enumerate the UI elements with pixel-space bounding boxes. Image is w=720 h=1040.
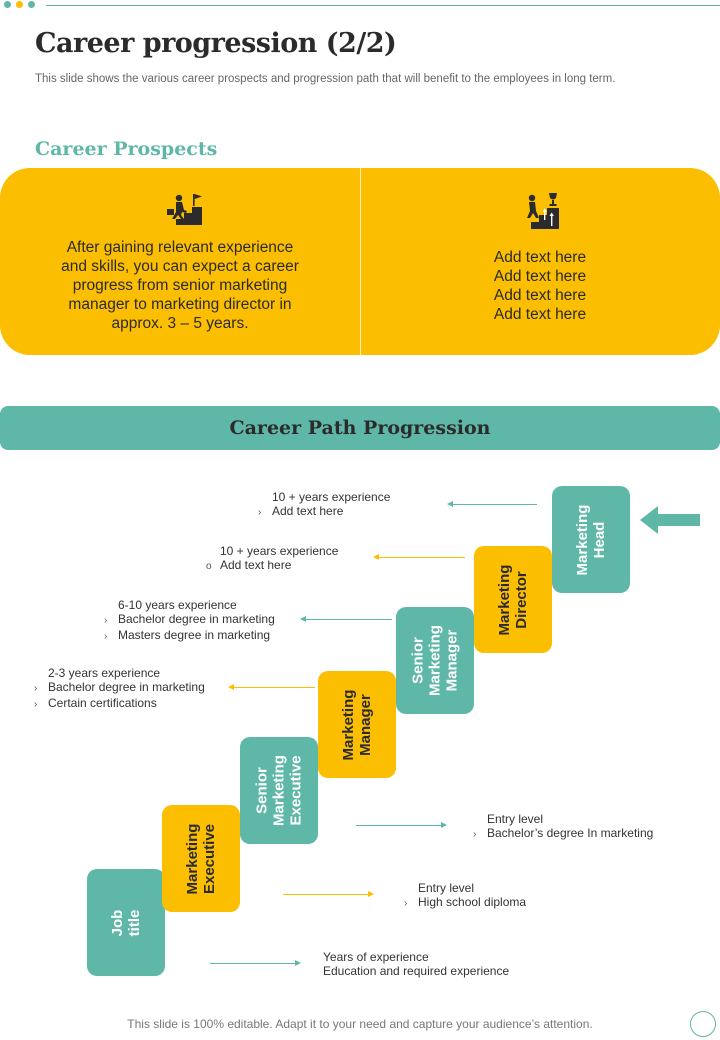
connector-arrow	[283, 891, 374, 897]
step-label-line: Head	[591, 521, 608, 558]
step-label-line: Executive	[201, 823, 218, 894]
detail-line: Bachelor degree in marketing	[118, 612, 275, 626]
detail-senior-marketing-manager: 6-10 years experience › Bachelor degree i…	[104, 598, 275, 644]
detail-line: Education and required experience	[323, 964, 510, 978]
step-label-line: Senior	[253, 767, 271, 814]
step-label-line: Senior	[409, 637, 427, 684]
connector-arrow	[228, 684, 315, 690]
step-marketing-director: Marketing Director	[474, 546, 552, 653]
detail-bullet: ›	[34, 683, 38, 694]
detail-line: Entry level	[418, 881, 475, 895]
arrow-left-icon	[640, 506, 700, 534]
step-label-line: Marketing	[574, 504, 591, 575]
step-senior-marketing-manager: Senior Marketing Manager	[396, 607, 474, 714]
detail-job-title: Years of experience Education and requir…	[309, 950, 509, 978]
climbing-stairs-flag-icon	[166, 194, 202, 225]
career-path-title: Career Path Progression	[229, 417, 491, 439]
prospect-right-line: Add text here	[493, 287, 587, 304]
career-prospects-heading: Career Prospects	[35, 138, 218, 160]
window-dot-icon	[4, 1, 11, 8]
detail-marketing-manager: 2-3 years experience › Bachelor degree in…	[34, 666, 205, 712]
connector-arrow	[447, 501, 537, 507]
step-label-line: Marketing	[270, 755, 288, 826]
step-label-line: Director	[513, 570, 530, 629]
detail-line: Bachelor degree in marketing	[48, 680, 205, 694]
detail-line: 2-3 years experience	[48, 666, 161, 680]
detail-senior-marketing-executive: Entry level › Bachelor’s degree In market…	[473, 812, 653, 842]
step-label-line: Manager	[357, 693, 374, 756]
prospect-right: Add text here Add text here Add text her…	[360, 168, 720, 355]
step-label-line: Manager	[443, 629, 461, 692]
detail-line: Entry level	[487, 812, 544, 826]
stairs-trophy-icon	[521, 193, 559, 229]
detail-line: Add text here	[220, 558, 292, 572]
detail-bullet: ›	[104, 631, 108, 642]
detail-line: Bachelor’s degree In marketing	[487, 826, 654, 840]
prospect-right-text: Add text here Add text here Add text her…	[415, 248, 665, 324]
step-marketing-head: Marketing Head	[552, 486, 630, 593]
footer-note: This slide is 100% editable. Adapt it to…	[127, 1017, 593, 1031]
step-senior-marketing-executive: Senior Marketing Executive	[240, 737, 318, 844]
step-label-line: Marketing	[426, 625, 444, 696]
detail-line: 10 + years experience	[220, 544, 339, 558]
page-subtitle: This slide shows the various career pros…	[35, 73, 616, 85]
detail-bullet: ›	[34, 699, 38, 710]
detail-bullet: o	[206, 561, 212, 572]
connector-arrow	[300, 616, 392, 622]
connector-arrow	[210, 960, 301, 966]
prospect-left: After gaining relevant experience and sk…	[0, 168, 360, 355]
detail-line: Add text here	[272, 504, 344, 518]
step-label-line: Marketing	[184, 823, 201, 894]
step-label-line: Marketing	[496, 564, 513, 635]
page-title: Career progression (2/2)	[35, 28, 397, 59]
detail-line: 10 + years experience	[272, 490, 391, 504]
detail-line: 6-10 years experience	[118, 598, 237, 612]
prospect-left-text: After gaining relevant experience and sk…	[61, 239, 299, 332]
detail-marketing-director: 10 + years experience o Add text here	[206, 544, 338, 574]
career-path-banner: Career Path Progression	[0, 406, 720, 450]
detail-bullet: ›	[473, 829, 477, 840]
circle-icon[interactable]	[690, 1011, 716, 1037]
step-marketing-executive: Marketing Executive	[162, 805, 240, 912]
career-prospects-panel: After gaining relevant experience and sk…	[0, 168, 720, 355]
detail-line: High school diploma	[418, 895, 527, 909]
prospect-right-line: Add text here	[493, 306, 587, 323]
detail-line: Years of experience	[323, 950, 429, 964]
step-label-line: Marketing	[340, 689, 357, 760]
connector-arrow	[356, 822, 447, 828]
window-dot-icon	[28, 1, 35, 8]
window-dot-icon	[16, 1, 23, 8]
step-label-line: Executive	[287, 755, 305, 826]
prospect-right-line: Add text here	[493, 249, 587, 266]
step-label-line: Job	[109, 909, 126, 936]
step-label-line: title	[126, 909, 143, 936]
step-job-title: Job title	[87, 869, 165, 976]
step-marketing-manager: Marketing Manager	[318, 671, 396, 778]
prospect-right-line: Add text here	[493, 268, 587, 285]
detail-bullet: ›	[404, 898, 408, 909]
detail-marketing-head: 10 + years experience › Add text here	[258, 490, 390, 520]
detail-line: Masters degree in marketing	[118, 628, 271, 642]
detail-bullet: ›	[258, 507, 262, 518]
connector-arrow	[373, 554, 465, 560]
top-rule	[46, 5, 720, 6]
detail-line: Certain certifications	[48, 696, 157, 710]
detail-bullet: ›	[104, 615, 108, 626]
detail-marketing-executive: Entry level › High school diploma	[404, 881, 526, 911]
prospects-divider	[360, 168, 361, 355]
